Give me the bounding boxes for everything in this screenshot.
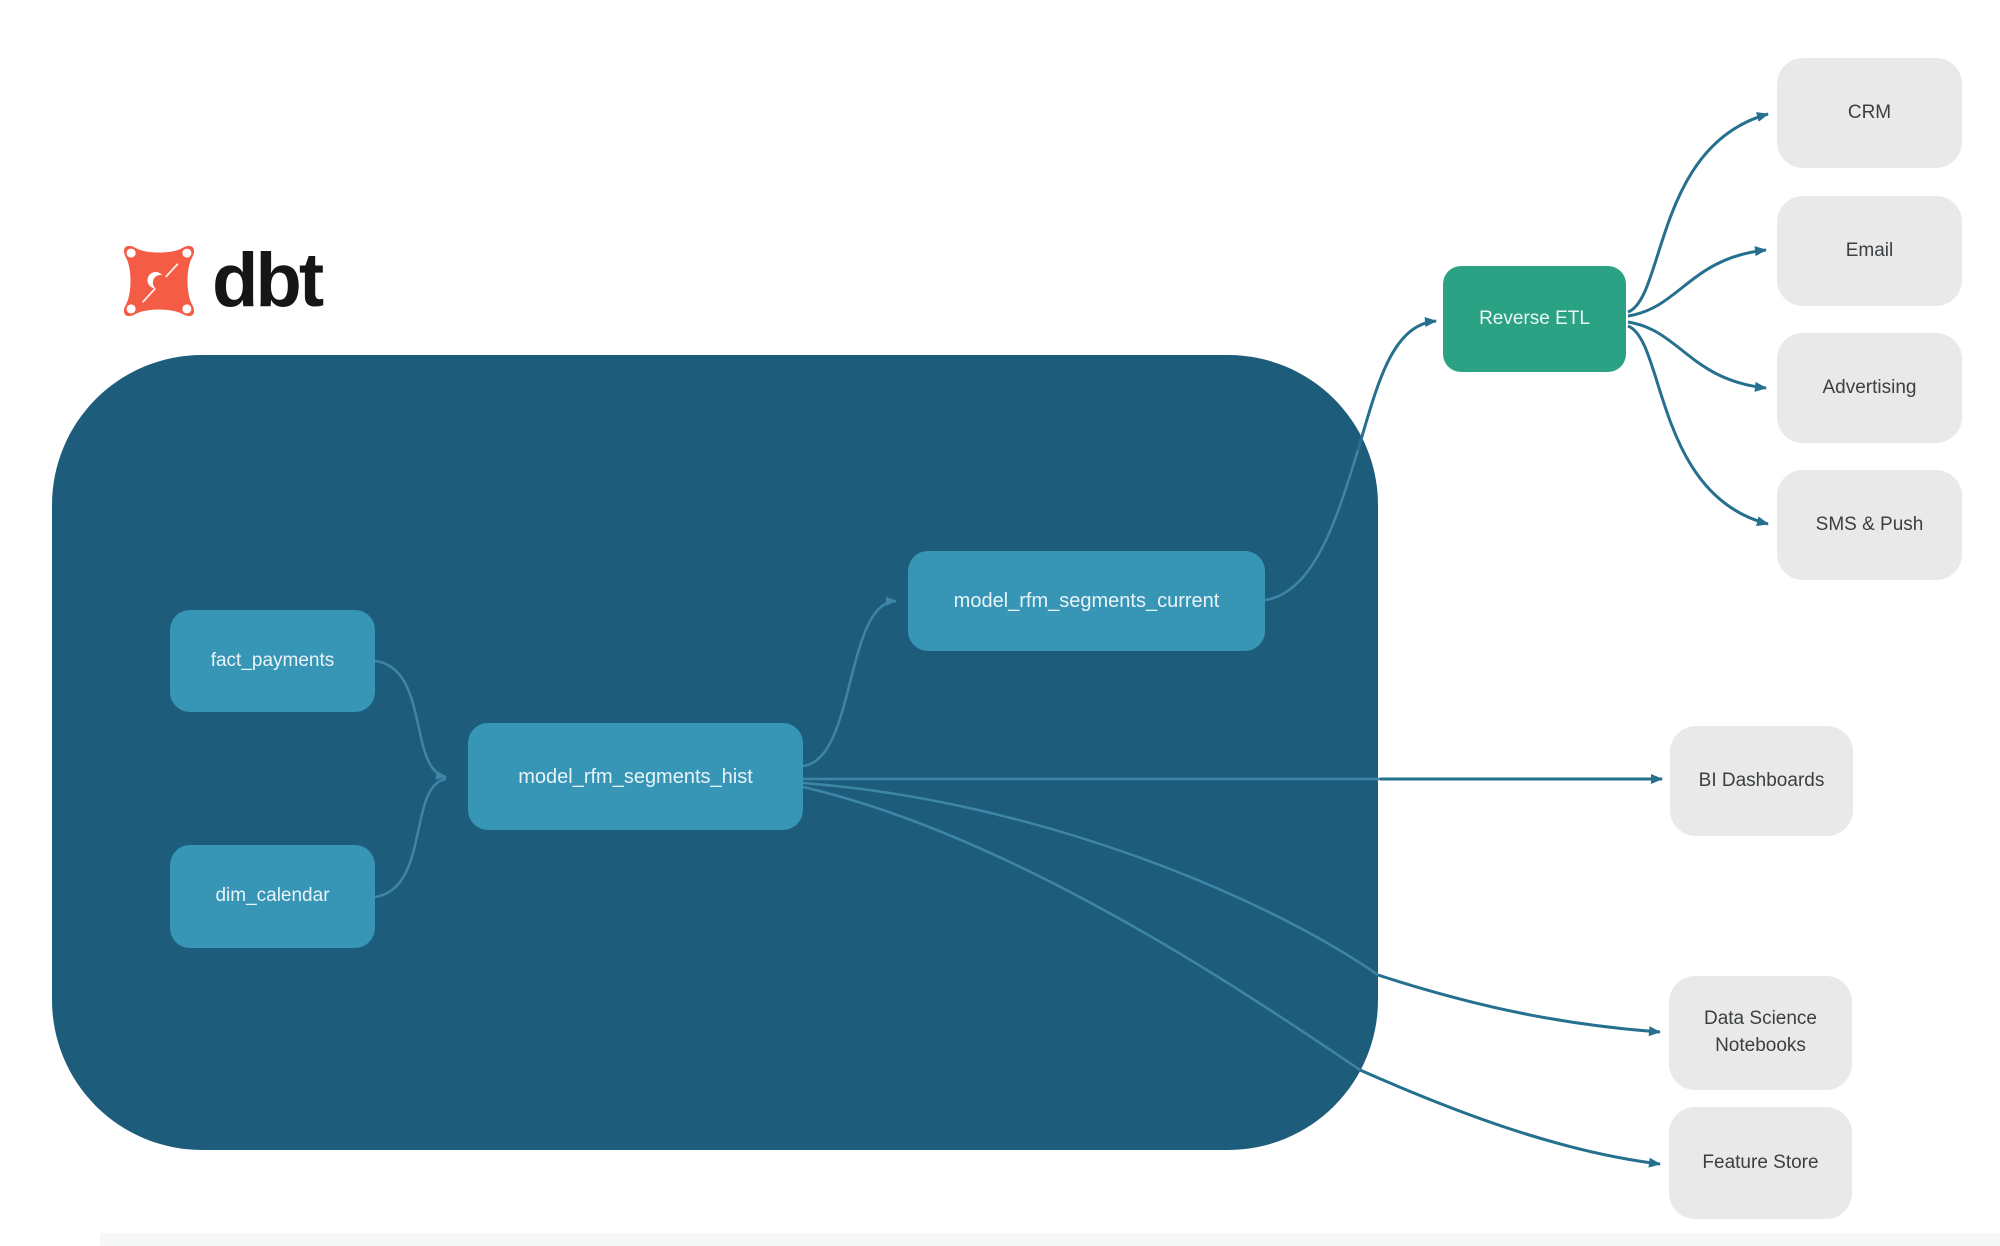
dbt-wordmark: dbt: [212, 238, 324, 323]
node-email-label: Email: [1845, 239, 1894, 261]
node-bi-dashboards-label: BI Dashboards: [1698, 769, 1825, 791]
node-model-current-label: model_rfm_segments_current: [953, 590, 1220, 612]
edge-current-to-reverse-etl: [1356, 317, 1437, 451]
bottom-divider: [100, 1233, 2000, 1246]
node-crm: CRM: [1777, 58, 1962, 168]
edge-reverse-etl-to-sms-push: [1627, 324, 1769, 527]
node-reverse-etl-label: Reverse ETL: [1479, 307, 1590, 329]
node-sms-push: SMS & Push: [1777, 470, 1962, 580]
node-data-science-notebooks: Data Science Notebooks: [1669, 976, 1852, 1090]
node-fact-payments-label: fact_payments: [210, 649, 335, 671]
node-fact-payments: fact_payments: [170, 610, 375, 712]
node-advertising: Advertising: [1777, 333, 1962, 443]
node-sms-push-label: SMS & Push: [1815, 513, 1924, 535]
dbt-star-icon: [123, 245, 195, 317]
node-email: Email: [1777, 196, 1962, 306]
node-dim-calendar-label: dim_calendar: [215, 885, 330, 907]
dbt-logo: dbt: [118, 238, 324, 323]
node-model-rfm-segments-hist: model_rfm_segments_hist: [468, 723, 803, 830]
edge-hist-to-feature-store: [1359, 1068, 1661, 1168]
node-model-rfm-segments-current: model_rfm_segments_current: [908, 551, 1265, 651]
node-reverse-etl: Reverse ETL: [1443, 266, 1626, 372]
edge-reverse-etl-to-advertising: [1627, 320, 1767, 392]
node-ds-notebooks-label: Data Science Notebooks: [1703, 1008, 1817, 1056]
edge-reverse-etl-to-crm: [1627, 112, 1769, 314]
node-crm-label: CRM: [1847, 101, 1892, 123]
edge-reverse-etl-to-email: [1627, 246, 1767, 318]
edge-hist-to-ds-notebooks: [1377, 973, 1661, 1037]
node-advertising-label: Advertising: [1822, 376, 1917, 398]
node-dim-calendar: dim_calendar: [170, 845, 375, 948]
node-feature-store: Feature Store: [1669, 1107, 1852, 1219]
node-bi-dashboards: BI Dashboards: [1670, 726, 1853, 836]
node-feature-store-label: Feature Store: [1702, 1151, 1819, 1173]
node-model-hist-label: model_rfm_segments_hist: [518, 765, 753, 788]
